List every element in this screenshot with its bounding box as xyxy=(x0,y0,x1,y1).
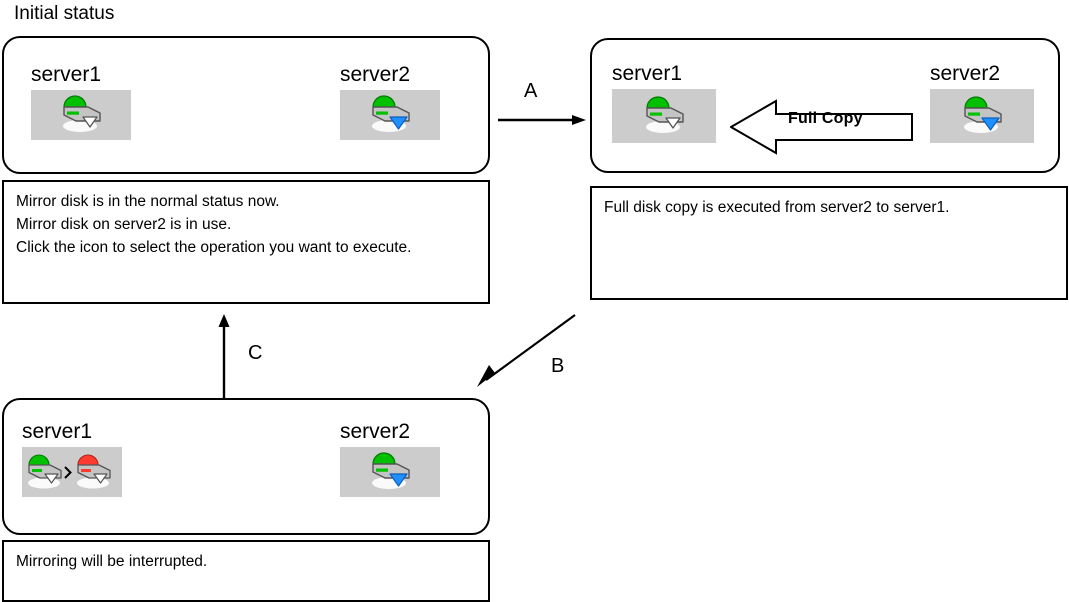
connector-b xyxy=(455,310,580,395)
connector-c xyxy=(214,314,234,403)
mirror-disk-in-use-icon[interactable] xyxy=(930,89,1034,143)
node-label: server2 xyxy=(340,420,411,443)
description-mirroring-interrupted: Mirroring will be interrupted. xyxy=(2,540,490,602)
description-line: Mirror disk on server2 is in use. xyxy=(16,216,232,233)
mirror-disk-error-pair-icon-glyph xyxy=(28,454,111,489)
connector-c-label: C xyxy=(248,342,263,364)
description-line: Mirror disk is in the normal status now. xyxy=(16,193,280,210)
mirror-disk-normal-icon-glyph xyxy=(63,95,101,132)
mirror-disk-error-pair-icon[interactable] xyxy=(22,447,122,497)
node-label: server1 xyxy=(22,420,93,443)
mirror-disk-normal-icon[interactable] xyxy=(31,90,131,140)
mirror-disk-in-use-icon-glyph xyxy=(372,452,410,489)
mirror-disk-normal-icon[interactable] xyxy=(612,89,716,143)
mirror-disk-in-use-icon[interactable] xyxy=(340,90,440,140)
connector-a-label: A xyxy=(524,80,538,102)
node-label: server1 xyxy=(31,63,102,86)
mirror-disk-in-use-icon-glyph xyxy=(964,96,1002,133)
node-interrupted-server1[interactable]: server1 xyxy=(22,420,122,497)
description-line: Click the icon to select the operation y… xyxy=(16,239,412,256)
connector-b-label: B xyxy=(551,355,565,377)
arrow-right-icon xyxy=(498,115,586,125)
node-label: server1 xyxy=(612,62,683,85)
page-title: Initial status xyxy=(14,3,115,24)
node-interrupted-server2[interactable]: server2 xyxy=(340,420,440,497)
node-label: server2 xyxy=(930,62,1001,85)
description-initial-status: Mirror disk is in the normal status now.… xyxy=(2,180,490,304)
node-label: server2 xyxy=(340,63,411,86)
arrow-up-icon xyxy=(218,314,230,398)
connector-a xyxy=(498,110,586,135)
mirror-disk-normal-icon-glyph xyxy=(646,96,684,133)
arrow-down-left-icon xyxy=(477,314,576,387)
description-line: Mirroring will be interrupted. xyxy=(16,553,208,570)
description-line: Full disk copy is executed from server2 … xyxy=(604,199,950,216)
mirror-disk-in-use-icon[interactable] xyxy=(340,447,440,497)
node-fullcopy-server1[interactable]: server1 xyxy=(612,62,716,143)
node-fullcopy-server2[interactable]: server2 xyxy=(930,62,1034,143)
mirror-disk-in-use-icon-glyph xyxy=(372,95,410,132)
node-initial-server1[interactable]: server1 xyxy=(31,63,131,140)
full-copy-block-arrow xyxy=(729,99,913,160)
full-copy-label: Full Copy xyxy=(788,110,863,127)
block-arrow-left-icon xyxy=(729,99,913,155)
description-full-copy: Full disk copy is executed from server2 … xyxy=(590,186,1068,300)
node-initial-server2[interactable]: server2 xyxy=(340,63,440,140)
